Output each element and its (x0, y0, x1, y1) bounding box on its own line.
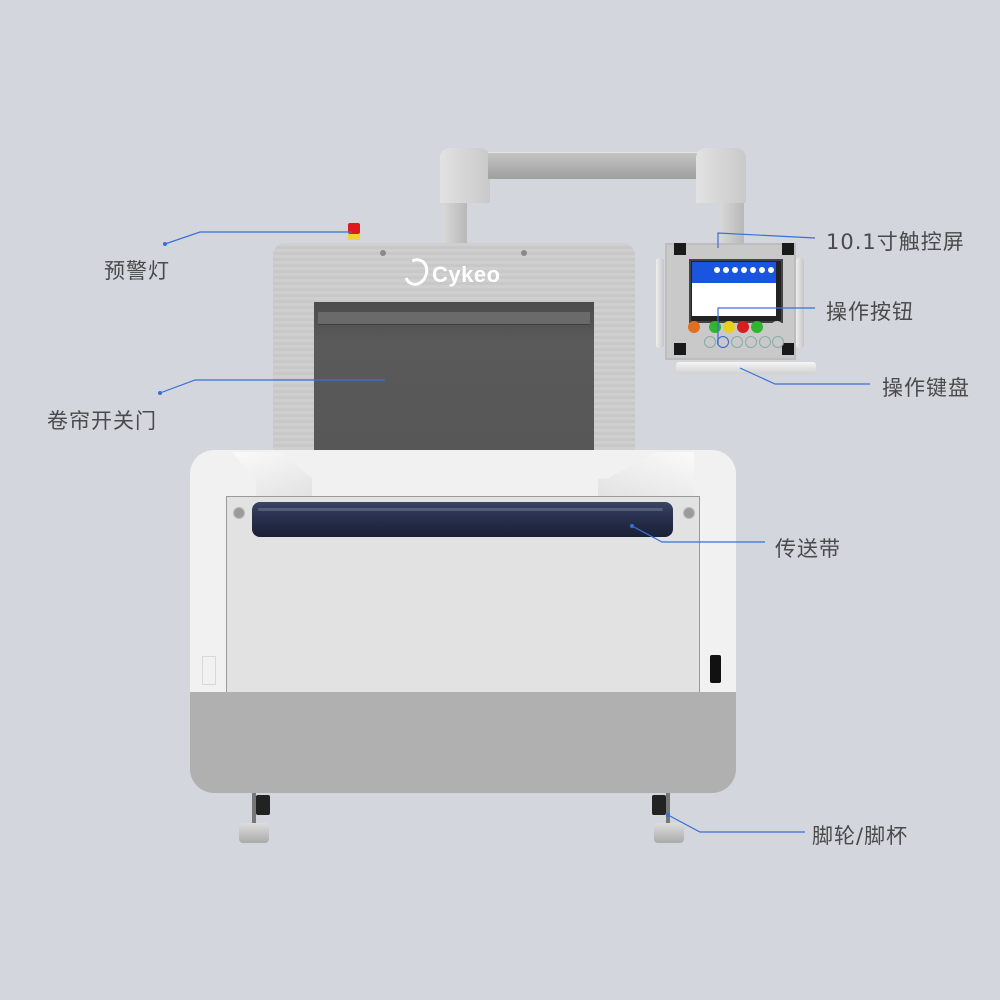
button-green-small[interactable] (751, 321, 763, 333)
foot-stem-right (666, 793, 670, 823)
corner-guard (782, 343, 794, 355)
pipe-horizontal (488, 152, 706, 179)
button-yellow[interactable] (723, 321, 735, 333)
foot-cup-right (654, 823, 684, 843)
brand-logo: Cykeo (399, 254, 501, 290)
callout-operation-buttons: 操作按钮 (826, 300, 914, 324)
caster-right (652, 795, 666, 815)
warning-light-yellow (348, 234, 360, 240)
callout-touch-screen: 10.1寸触控屏 (826, 230, 965, 254)
foot-cup-left (239, 823, 269, 843)
button-red[interactable] (737, 321, 749, 333)
pipe-elbow-left (440, 148, 490, 203)
pipe-elbow-right (696, 148, 746, 203)
logo-mark-icon (399, 254, 433, 290)
conveyor-belt (252, 502, 673, 537)
caster-left (256, 795, 270, 815)
logo-text: Cykeo (432, 262, 501, 287)
callout-roller-door: 卷帘开关门 (47, 409, 157, 433)
screen-icon[interactable] (750, 267, 756, 273)
screen-icon[interactable] (768, 267, 774, 273)
button-orange[interactable] (688, 321, 700, 333)
corner-guard (674, 243, 686, 255)
screw (521, 250, 527, 256)
tunnel-rail (318, 312, 590, 325)
belt-highlight (258, 508, 663, 511)
machine-body-base (190, 692, 736, 793)
pipe-vertical-right (720, 203, 744, 243)
warning-light-red (348, 223, 360, 234)
callout-conveyor-belt: 传送带 (775, 537, 841, 561)
operation-keyboard[interactable] (676, 362, 816, 374)
pipe-vertical-left (443, 203, 467, 243)
control-handle-left (656, 258, 664, 348)
button-small[interactable] (704, 336, 716, 348)
button-small[interactable] (772, 336, 784, 348)
screen-icon[interactable] (723, 267, 729, 273)
button-small[interactable] (717, 336, 729, 348)
button-green[interactable] (709, 321, 721, 333)
button-small[interactable] (731, 336, 743, 348)
corner-guard (674, 343, 686, 355)
foot-stem-left (252, 793, 256, 823)
button-small[interactable] (745, 336, 757, 348)
screen-icon[interactable] (732, 267, 738, 273)
corner-guard (782, 243, 794, 255)
side-slot-left (202, 656, 216, 685)
screen-icon[interactable] (714, 267, 720, 273)
control-handle-right (796, 258, 804, 348)
bolt (683, 507, 695, 519)
screen-icon[interactable] (741, 267, 747, 273)
callout-casters-feet: 脚轮/脚杯 (812, 824, 909, 848)
callout-warning-light: 预警灯 (104, 259, 170, 283)
side-slot-right (710, 655, 721, 683)
screen-icon[interactable] (759, 267, 765, 273)
bolt (233, 507, 245, 519)
button-gray[interactable] (771, 321, 783, 333)
button-small[interactable] (759, 336, 771, 348)
screw (380, 250, 386, 256)
callout-operation-keyboard: 操作键盘 (882, 376, 970, 400)
